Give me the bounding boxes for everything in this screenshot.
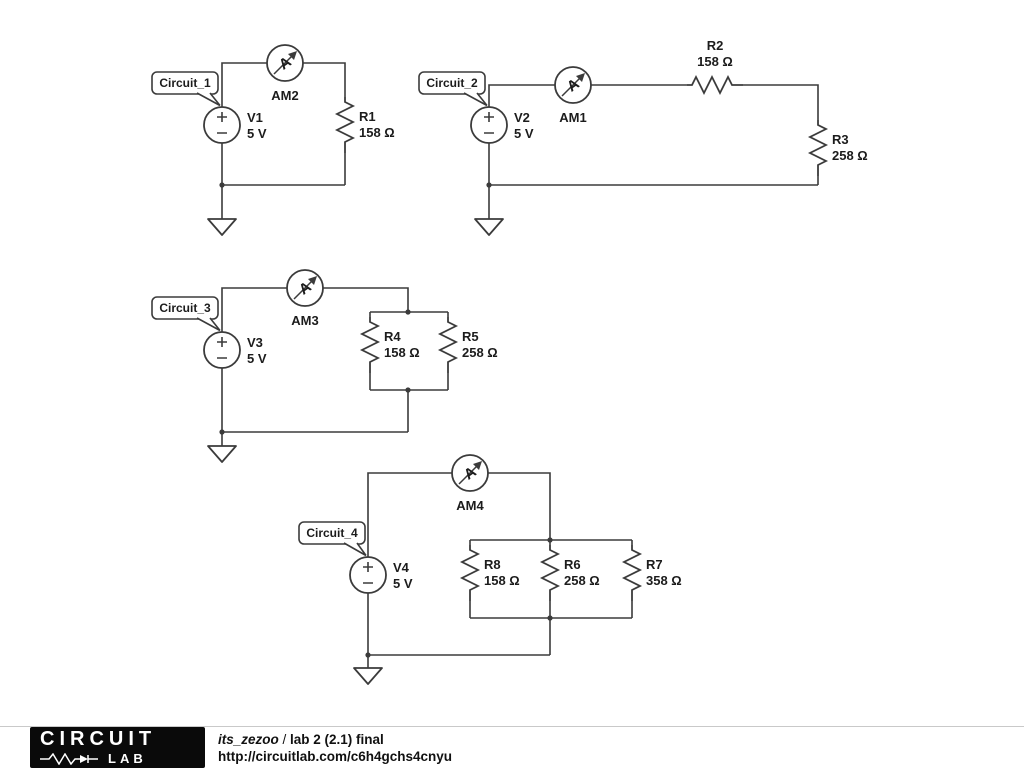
- circuit-2: A Circuit_2 AM1 V2 5 V R2 158 Ω R3 258 Ω: [418, 38, 868, 236]
- resistor-r4[interactable]: [361, 316, 379, 374]
- circuit-1: A Circuit_1 AM2 V1 5 V R1 158 Ω: [151, 44, 395, 236]
- ground-symbol[interactable]: [207, 441, 237, 463]
- voltage-source-v2[interactable]: [470, 106, 508, 144]
- source-value: 5 V: [514, 126, 534, 141]
- circuit-tag[interactable]: Circuit_1: [151, 71, 221, 107]
- source-name: V3: [247, 335, 263, 350]
- circuit-tag[interactable]: Circuit_4: [298, 521, 367, 557]
- junction-dot: [219, 182, 225, 188]
- resistor-value: 358 Ω: [646, 573, 682, 588]
- tag-label: Circuit_2: [426, 76, 478, 90]
- byline-separator: /: [278, 731, 291, 747]
- logo-text-lab: LAB: [108, 751, 147, 766]
- resistor-value: 258 Ω: [564, 573, 600, 588]
- source-value: 5 V: [247, 126, 267, 141]
- resistor-r3[interactable]: [809, 119, 827, 177]
- schematic-meta: its_zezoo / lab 2 (2.1) final http://cir…: [218, 731, 452, 765]
- resistor-name: R8: [484, 557, 501, 572]
- source-name: V4: [393, 560, 410, 575]
- logo-text-circuit: CIRCUIT: [40, 728, 157, 750]
- ammeter-label: AM1: [559, 110, 586, 125]
- ground-symbol[interactable]: [353, 663, 383, 685]
- resistor-name: R6: [564, 557, 581, 572]
- resistor-r2[interactable]: [686, 76, 744, 94]
- resistor-name: R7: [646, 557, 663, 572]
- junction-dot: [405, 309, 411, 315]
- resistor-value: 158 Ω: [384, 345, 420, 360]
- tag-label: Circuit_3: [159, 301, 211, 315]
- resistor-name: R3: [832, 132, 849, 147]
- circuit-tag[interactable]: Circuit_2: [418, 71, 488, 107]
- resistor-r8[interactable]: [461, 544, 479, 602]
- schematic-canvas: A Circuit_1 AM2 V1 5 V R1 158 Ω A Circui…: [151, 38, 868, 685]
- resistor-value: 158 Ω: [484, 573, 520, 588]
- schematic-title: lab 2 (2.1) final: [290, 731, 384, 747]
- resistor-name: R2: [707, 38, 724, 53]
- tag-label: Circuit_4: [306, 526, 358, 540]
- resistor-r1[interactable]: [336, 96, 354, 154]
- wire[interactable]: [221, 62, 346, 215]
- schematic-url[interactable]: http://circuitlab.com/c6h4gchs4cnyu: [218, 748, 453, 764]
- tag-pointer-outline: [196, 317, 221, 332]
- resistor-r5[interactable]: [439, 316, 457, 374]
- circuit-3: A Circuit_3 AM3 V3 5 V R4 158 Ω R5 258 Ω: [151, 269, 498, 463]
- resistor-r7[interactable]: [623, 544, 641, 602]
- junction-dot: [219, 429, 225, 435]
- circuitlab-logo[interactable]: CIRCUIT LAB: [30, 727, 205, 768]
- junction-dot: [486, 182, 492, 188]
- voltage-source-v1[interactable]: [203, 106, 241, 144]
- resistor-r6[interactable]: [541, 544, 559, 602]
- source-value: 5 V: [393, 576, 413, 591]
- junction-dot: [547, 615, 553, 621]
- circuit-tag[interactable]: Circuit_3: [151, 296, 221, 332]
- ammeter-label: AM2: [271, 88, 298, 103]
- junction-dot: [405, 387, 411, 393]
- tag-pointer-outline: [463, 92, 488, 107]
- schematic-byline: its_zezoo / lab 2 (2.1) final: [218, 731, 452, 748]
- watermark-bar: CIRCUIT LAB its_zezoo / lab 2 (2.1) fina…: [0, 726, 1024, 768]
- resistor-name: R5: [462, 329, 479, 344]
- resistor-name: R4: [384, 329, 401, 344]
- resistor-value: 158 Ω: [359, 125, 395, 140]
- ammeter-label: AM3: [291, 313, 318, 328]
- tag-pointer-outline: [196, 92, 221, 107]
- source-name: V2: [514, 110, 530, 125]
- wire[interactable]: [488, 84, 819, 215]
- junction-dot: [365, 652, 371, 658]
- resistor-value: 258 Ω: [832, 148, 868, 163]
- junction-dot: [547, 537, 553, 543]
- source-name: V1: [247, 110, 263, 125]
- resistor-value: 258 Ω: [462, 345, 498, 360]
- source-value: 5 V: [247, 351, 267, 366]
- resistor-value: 158 Ω: [697, 54, 733, 69]
- voltage-source-v3[interactable]: [203, 331, 241, 369]
- circuit-4: A Circuit_4 AM4 V4 5 V R8 158 Ω R6 258 Ω…: [298, 454, 682, 685]
- ground-symbol[interactable]: [474, 214, 504, 236]
- ammeter-label: AM4: [456, 498, 484, 513]
- resistor-name: R1: [359, 109, 376, 124]
- tag-pointer-outline: [343, 542, 367, 557]
- tag-label: Circuit_1: [159, 76, 211, 90]
- voltage-source-v4[interactable]: [349, 556, 387, 594]
- author-name[interactable]: its_zezoo: [218, 731, 279, 747]
- ground-symbol[interactable]: [207, 214, 237, 236]
- logo-waveform-icon: [40, 752, 98, 765]
